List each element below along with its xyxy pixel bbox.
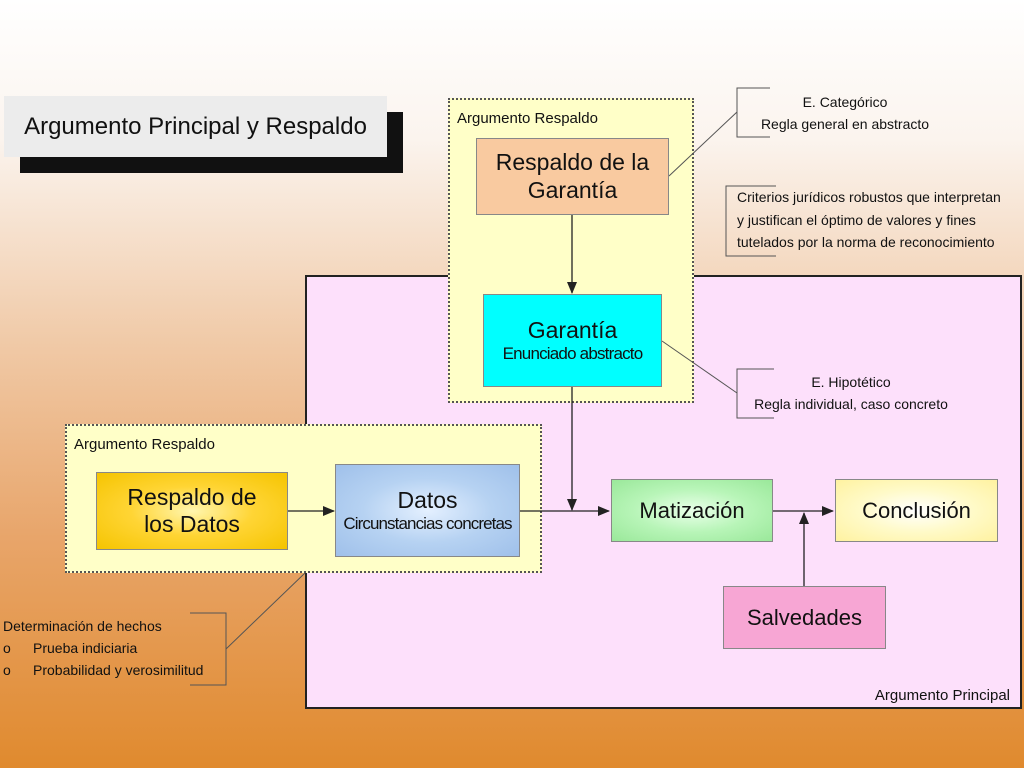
page-title: Argumento Principal y Respaldo [4,96,387,157]
node-warrant-backing-line2: Garantía [527,176,618,203]
bracket-criterios [725,185,776,257]
list-item: o Prueba indiciaria [3,637,233,659]
node-data: Datos Circunstancias concretas [335,464,520,557]
node-qualifier: Matización [611,479,773,542]
annotation-categorico: E. Categórico Regla general en abstracto [745,91,945,135]
leader-hipotetico [661,340,738,394]
annotation-hipotetico-line1: E. Hipotético [811,374,891,390]
node-rebuttal: Salvedades [723,586,886,649]
annotation-hechos-item: Prueba indiciaria [33,640,138,656]
node-data-backing-line2: los Datos [144,511,240,537]
annotation-categorico-line2: Regla general en abstracto [760,116,930,132]
annotation-criterios: Criterios jurídicos robustos que interpr… [737,186,1024,254]
annotation-categorico-line1: E. Categórico [802,94,888,110]
bracket-hipotetico [736,368,774,419]
node-warrant: Garantía Enunciado abstracto [483,294,662,387]
node-warrant-backing: Respaldo de la Garantía [476,138,669,215]
node-data-backing-line1: Respaldo de [127,483,257,510]
warrant-backing-group-label: Argumento Respaldo [457,110,598,127]
annotation-hechos: Determinación de hechos o Prueba indicia… [3,615,233,681]
node-data-title: Datos [397,486,458,513]
node-warrant-backing-line1: Respaldo de la [495,149,650,176]
node-data-subtitle: Circunstancias concretas [343,514,512,534]
data-backing-group-label: Argumento Respaldo [74,436,215,453]
node-conclusion: Conclusión [835,479,998,542]
bullet-circle-icon: o [3,662,11,678]
annotation-hechos-heading: Determinación de hechos [3,618,162,634]
annotation-hipotetico: E. Hipotético Regla individual, caso con… [741,371,961,415]
list-item: o Probabilidad y verosimilitud [3,659,233,681]
leader-categorico [668,111,738,177]
node-data-backing: Respaldo de los Datos [96,472,288,550]
leader-hechos [225,572,306,650]
annotation-criterios-line2: y justifican el óptimo de valores y fine… [737,211,976,228]
annotation-hechos-item: Probabilidad y verosimilitud [33,662,204,678]
main-argument-label: Argumento Principal [874,687,1010,704]
node-warrant-subtitle: Enunciado abstracto [502,344,644,364]
annotation-hipotetico-line2: Regla individual, caso concreto [754,396,948,412]
bullet-circle-icon: o [3,640,11,656]
annotation-criterios-line1: Criterios jurídicos robustos que interpr… [737,189,1001,205]
node-warrant-title: Garantía [527,316,618,343]
annotation-criterios-line3: tutelados por la norma de reconocimiento [737,234,995,250]
